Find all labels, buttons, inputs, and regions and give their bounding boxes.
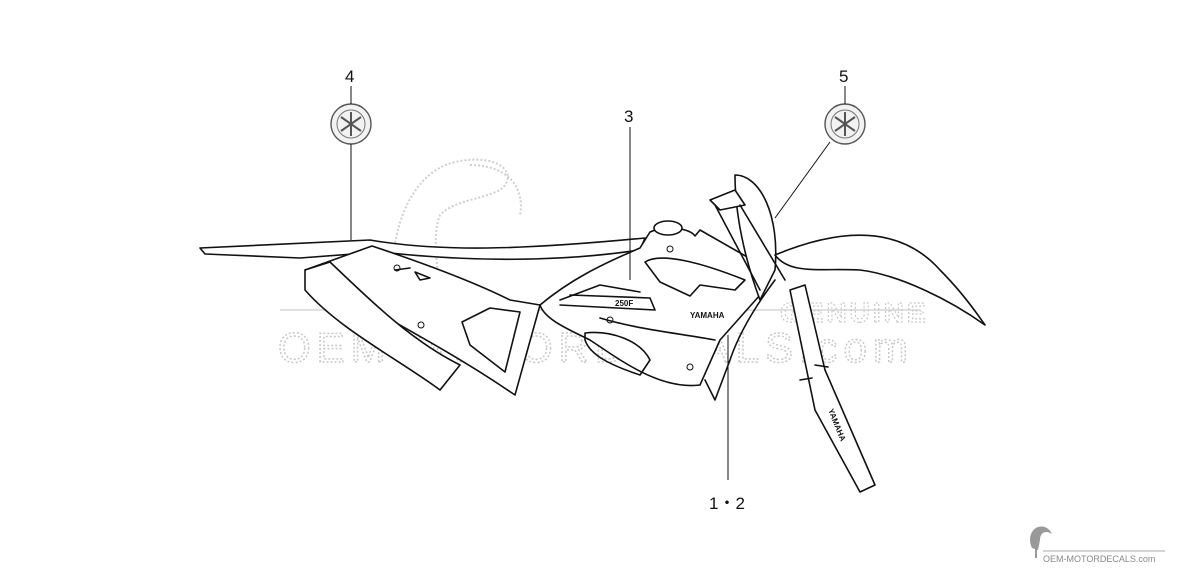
decal-yamaha-shroud: YAMAHA [690, 311, 725, 320]
rear-fender [199, 237, 646, 261]
front-number-plate [734, 174, 777, 301]
fork-guard [789, 284, 876, 493]
footer-logo: OEM-MOTORDECALS.com [1030, 526, 1165, 564]
muffler [304, 261, 461, 391]
yamaha-emblem-5 [824, 103, 866, 145]
decal-model: 250F [615, 299, 633, 308]
callout-3: 3 [624, 107, 633, 126]
toucan-logo-icon [1030, 526, 1052, 558]
yamaha-emblem-4 [330, 103, 372, 145]
footer-logo-text: OEM-MOTORDECALS.com [1043, 554, 1155, 564]
callout-5: 5 [839, 67, 848, 86]
callout-1-2: 1・2 [709, 494, 745, 513]
callout-4: 4 [345, 67, 354, 86]
front-fender [774, 234, 986, 326]
